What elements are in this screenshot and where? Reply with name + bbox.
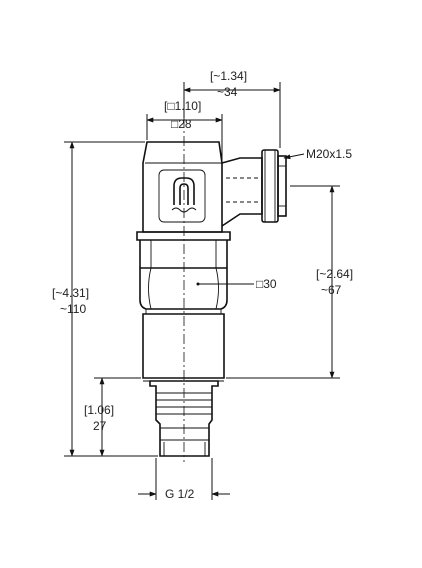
dim-connector-offset: [~1.34] ~34 xyxy=(183,69,281,148)
dim-thread-length-metric: 27 xyxy=(93,419,107,433)
sensor-body xyxy=(136,141,287,457)
label-cable-thread: M20x1.5 xyxy=(283,147,352,161)
process-thread xyxy=(149,380,219,457)
dim-total-height: [~4.31] ~110 xyxy=(52,141,158,457)
neck xyxy=(136,231,231,241)
connector-head xyxy=(142,141,223,233)
dim-connector-offset-imperial: [~1.34] xyxy=(210,69,247,83)
dim-connector-height-imperial: [~2.64] xyxy=(316,267,353,281)
dim-process-thread: G 1/2 xyxy=(138,458,230,501)
hex-section xyxy=(139,267,228,310)
logo-plate xyxy=(158,169,206,223)
dim-connector-offset-metric: ~34 xyxy=(217,85,238,99)
dim-process-thread-label: G 1/2 xyxy=(165,487,195,501)
dim-head-width-metric: □28 xyxy=(171,117,192,131)
lower-body xyxy=(142,313,225,379)
dim-total-height-metric: ~110 xyxy=(60,302,86,316)
label-hex-size: □30 xyxy=(198,277,277,291)
dim-connector-height-metric: ~67 xyxy=(321,283,342,297)
dim-thread-length: [1.06] 27 xyxy=(84,377,141,457)
dim-head-width: [□1.10] □28 xyxy=(146,99,223,161)
hex-size-label: □30 xyxy=(256,277,277,291)
dim-connector-height: [~2.64] ~67 xyxy=(226,185,353,379)
dim-thread-length-imperial: [1.06] xyxy=(84,403,114,417)
cable-gland-nut xyxy=(261,149,279,223)
turck-logo-icon xyxy=(173,177,195,205)
cable-outlet xyxy=(221,149,287,227)
cable-thread-label: M20x1.5 xyxy=(306,147,352,161)
dim-head-width-imperial: [□1.10] xyxy=(164,99,201,113)
dim-total-height-imperial: [~4.31] xyxy=(52,286,89,300)
